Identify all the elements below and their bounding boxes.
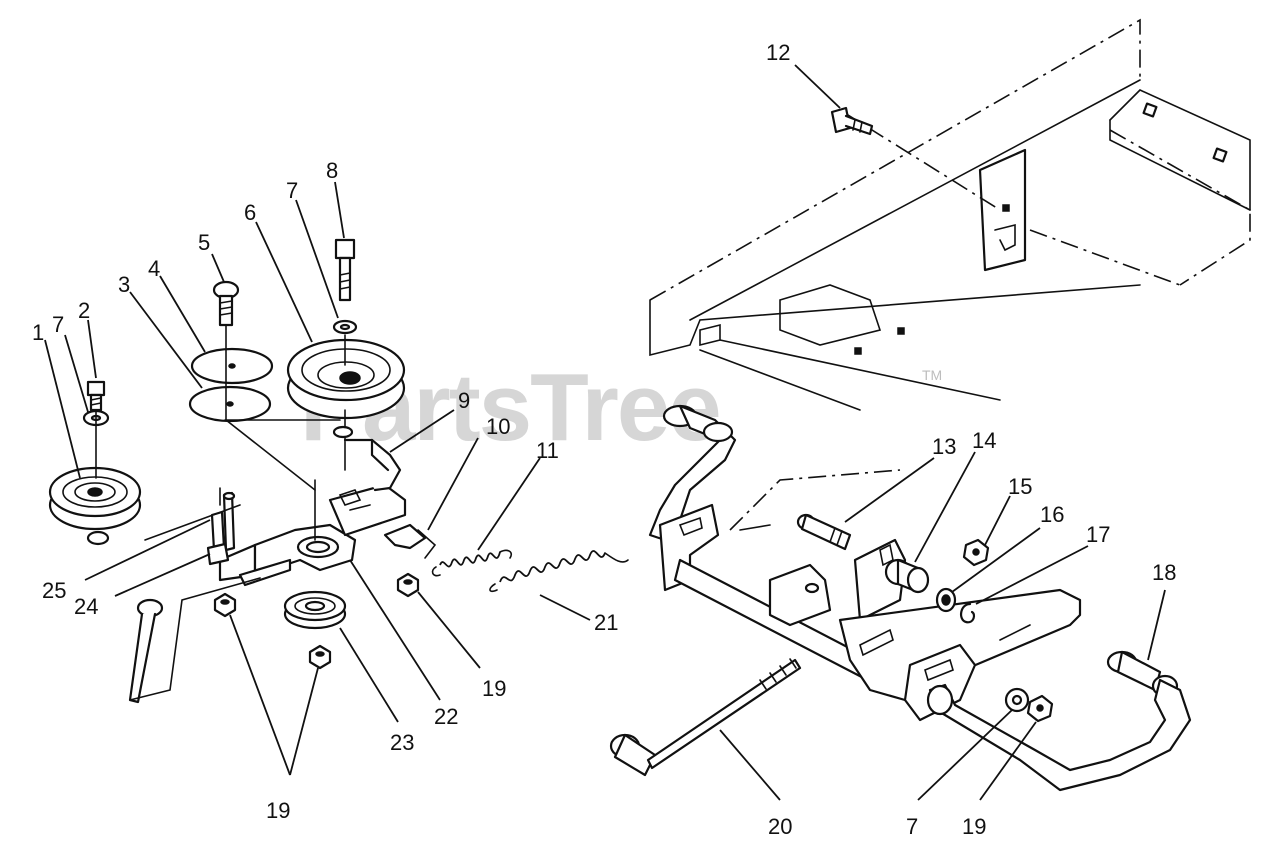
part-23-pulley [283, 590, 347, 630]
part-4-spacer [190, 347, 274, 385]
callout-13: 13 [932, 434, 956, 459]
callout-7-left: 7 [52, 312, 64, 337]
callout-19-right: 19 [482, 676, 506, 701]
part-13-bolt [796, 513, 852, 551]
part-14-bushing [884, 558, 930, 594]
callout-19-bottom: 19 [266, 798, 290, 823]
part-19-nut-right [396, 572, 420, 598]
callout-25: 25 [42, 578, 66, 603]
part-19-nut-left [213, 592, 237, 618]
callout-15: 15 [1008, 474, 1032, 499]
callout-2: 2 [78, 298, 90, 323]
part-22-idler-arm [218, 483, 407, 587]
callout-8: 8 [326, 158, 338, 183]
callout-7-right: 7 [906, 814, 918, 839]
part-19-nut-shaft [1026, 694, 1054, 723]
part-11-spring [431, 549, 513, 577]
part-16-washer [935, 587, 957, 613]
part-21-spring [489, 550, 629, 593]
part-8-bolt [334, 238, 356, 471]
callout-5: 5 [198, 230, 210, 255]
part-5-bolt [212, 280, 316, 491]
part-7-washer-center [332, 319, 358, 335]
part-6-pulley [286, 338, 406, 420]
part-9-bracket [332, 425, 402, 492]
callout-14: 14 [972, 428, 996, 453]
callout-1: 1 [32, 320, 44, 345]
part-2-bolt [86, 380, 106, 479]
callout-20: 20 [768, 814, 792, 839]
part-3-spacer [188, 385, 272, 423]
callout-labels: 1 7 2 3 4 5 6 7 8 9 10 11 12 13 14 15 16… [32, 40, 1176, 839]
callout-4: 4 [148, 256, 160, 281]
callout-21: 21 [594, 610, 618, 635]
callout-23: 23 [390, 730, 414, 755]
part-1-pulley [48, 466, 142, 546]
part-24-stud [206, 542, 230, 566]
lever-crank [648, 404, 737, 592]
callout-9: 9 [458, 388, 470, 413]
part-15-nut [962, 538, 990, 567]
callout-17: 17 [1086, 522, 1110, 547]
callout-24: 24 [74, 594, 98, 619]
part-17-e-clip [960, 602, 976, 624]
deck-panel [649, 18, 1251, 411]
part-19-nut-center [308, 644, 332, 670]
part-12-bolt [830, 106, 874, 136]
callout-3: 3 [118, 272, 130, 297]
frame-rod [128, 419, 341, 704]
callout-18: 18 [1152, 560, 1176, 585]
part-25-stud [210, 491, 236, 552]
callout-7-center: 7 [286, 178, 298, 203]
callout-12: 12 [766, 40, 790, 65]
callout-16: 16 [1040, 502, 1064, 527]
leader-lines [44, 64, 1166, 801]
u-handle [928, 678, 1192, 792]
part-7-washer-right [1004, 687, 1030, 713]
callout-19-shaft: 19 [962, 814, 986, 839]
callout-10: 10 [486, 414, 510, 439]
watermark-trademark: TM [922, 367, 942, 383]
shaft-collar [926, 684, 954, 716]
slotted-bracket [903, 643, 977, 722]
callout-22: 22 [434, 704, 458, 729]
callout-11: 11 [536, 438, 559, 463]
callout-6: 6 [244, 200, 256, 225]
part-10-clip [383, 523, 437, 559]
part-20-bolt [609, 658, 802, 777]
